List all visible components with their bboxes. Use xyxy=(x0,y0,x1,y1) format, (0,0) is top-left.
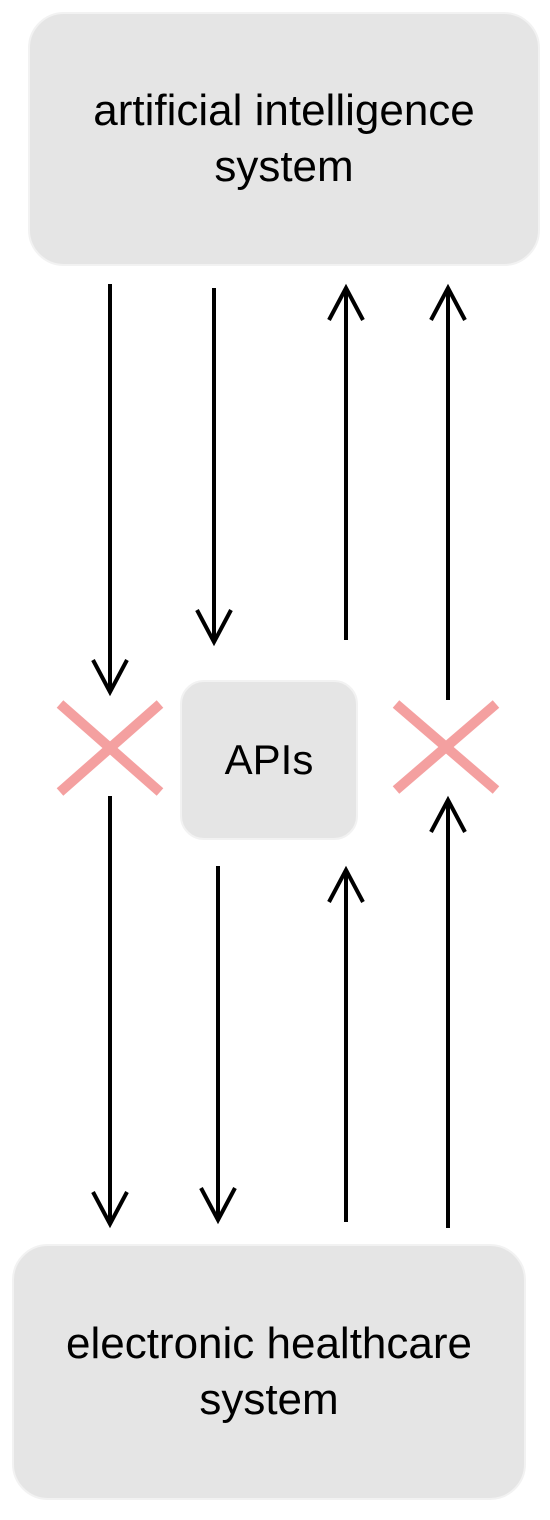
blocked-cross-icon xyxy=(56,700,164,796)
arrow-down-icon xyxy=(91,796,129,1229)
arrow-down-icon xyxy=(195,288,233,647)
apis-label: APIs xyxy=(224,736,314,784)
arrow-up-icon xyxy=(327,283,365,640)
arrow-up-icon xyxy=(327,865,365,1222)
arrow-up-icon xyxy=(429,283,467,700)
ai-system-node: artificial intelligence system xyxy=(28,12,540,266)
arrow-down-icon xyxy=(91,284,129,697)
arrow-down-icon xyxy=(199,866,237,1225)
apis-node: APIs xyxy=(180,680,358,840)
ehr-system-node: electronic healthcare system xyxy=(12,1244,526,1500)
blocked-cross-icon xyxy=(392,700,500,794)
ai-system-label: artificial intelligence system xyxy=(93,85,475,191)
ehr-system-label: electronic healthcare system xyxy=(65,1318,472,1424)
arrow-up-icon xyxy=(429,795,467,1228)
